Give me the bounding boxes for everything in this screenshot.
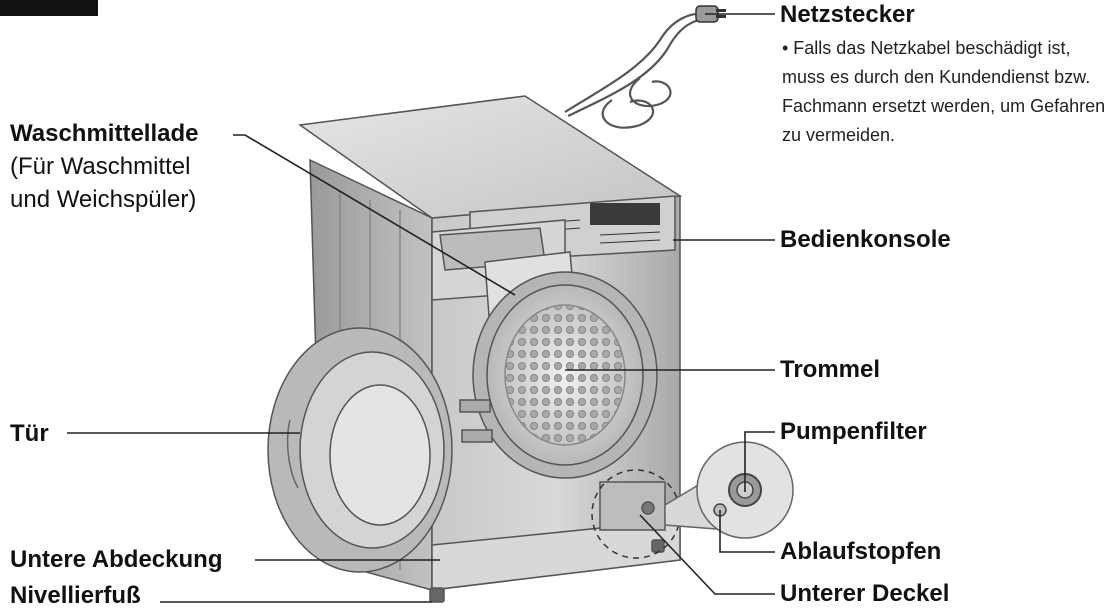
- label-pumpenfilter: Pumpenfilter: [780, 418, 927, 445]
- label-nivellierfuss: Nivellierfuß: [10, 582, 141, 609]
- netzstecker-note: • Falls das Netzkabel beschädigt ist, mu…: [782, 38, 1106, 145]
- pump-filter-zoom: [664, 441, 794, 539]
- leader-lines: [67, 13, 775, 603]
- label-waschmittellade-sub2: und Weichspüler): [10, 186, 197, 213]
- label-trommel: Trommel: [780, 356, 881, 383]
- leader-waschmittellade: [233, 134, 516, 296]
- label-waschmittellade-sub1: (Für Waschmittel: [10, 153, 191, 180]
- label-ablaufstopfen: Ablaufstopfen: [780, 538, 942, 565]
- washing-machine: [267, 95, 683, 603]
- label-waschmittellade: Waschmittellade: [10, 120, 199, 147]
- label-untere-abdeckung: Untere Abdeckung: [10, 546, 223, 573]
- leader-pumpenfilter: [744, 431, 775, 492]
- label-unterer-deckel: Unterer Deckel: [780, 580, 950, 607]
- corner-block: [0, 0, 98, 16]
- leader-unterer-deckel: [639, 514, 775, 595]
- label-netzstecker: Netzstecker: [780, 1, 915, 28]
- power-cord: [564, 12, 709, 129]
- label-bedienkonsole: Bedienkonsole: [780, 226, 951, 253]
- label-tuer: Tür: [10, 420, 49, 447]
- leader-ablaufstopfen: [719, 510, 775, 553]
